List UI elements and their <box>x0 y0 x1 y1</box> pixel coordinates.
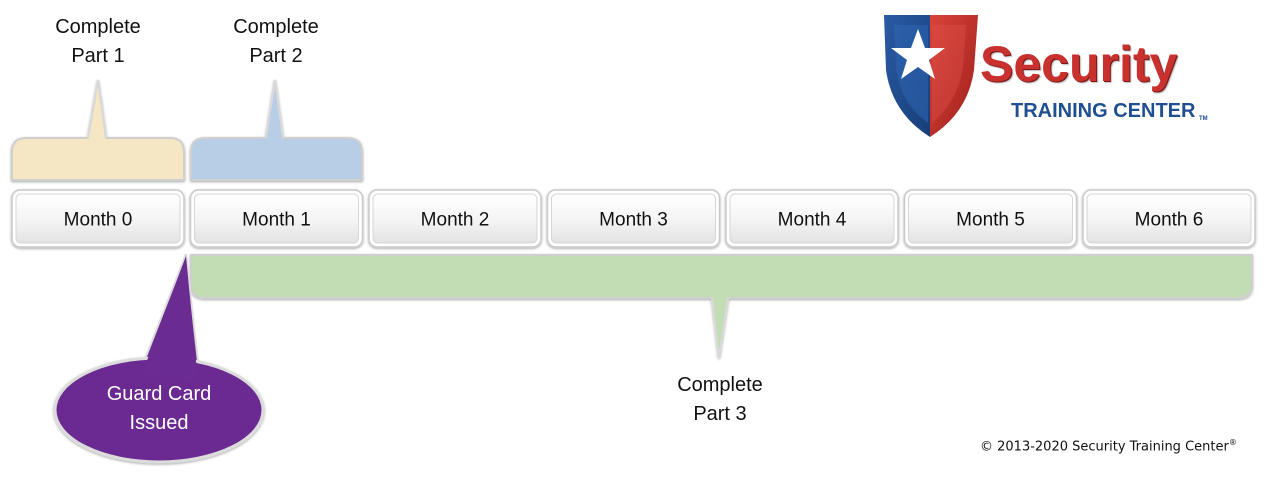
guard-card-label: Guard Card Issued <box>84 380 234 438</box>
month-box-fill <box>551 193 716 244</box>
month-label: Month 2 <box>421 210 490 231</box>
month-box: Month 0 <box>11 189 185 248</box>
month-box-fill <box>15 193 181 244</box>
month-label: Month 6 <box>1135 210 1204 231</box>
month-box: Month 2 <box>368 189 542 248</box>
part3-label-line1: Complete <box>677 374 763 396</box>
part3-bracket <box>190 254 1253 359</box>
part3-label-line2: Part 3 <box>693 403 747 425</box>
part1-bracket <box>11 79 185 181</box>
part2-label: Complete Part 2 <box>216 13 336 71</box>
month-box-fill <box>1086 193 1252 244</box>
month-row: Month 0 Month 1 Month 2 Month 3 Month 4 Month… <box>11 189 1256 248</box>
month-label: Month 3 <box>599 210 668 231</box>
month-box: Month 1 <box>189 189 364 248</box>
month-box: Month 6 <box>1082 189 1256 248</box>
part2-bracket <box>190 79 363 181</box>
month-label: Month 0 <box>64 210 133 231</box>
copyright-text: © 2013-2020 Security Training Center <box>980 439 1229 455</box>
logo-subtitle: TRAINING CENTER <box>1011 100 1196 122</box>
month-box-fill <box>729 193 895 244</box>
guard-card-callout <box>53 253 265 464</box>
copyright-notice: © 2013-2020 Security Training Center® <box>980 438 1237 454</box>
guard-card-label-line2: Issued <box>129 412 189 434</box>
month-box-fill <box>194 193 359 244</box>
month-box-fill <box>908 193 1073 244</box>
guard-card-label-line1: Guard Card <box>106 383 212 405</box>
month-box: Month 3 <box>546 189 721 248</box>
month-box: Month 4 <box>725 189 899 248</box>
part2-label-line2: Part 2 <box>249 45 303 67</box>
month-box: Month 5 <box>903 189 1078 248</box>
star-icon <box>891 29 945 79</box>
part1-label-line1: Complete <box>55 16 141 38</box>
month-label: Month 4 <box>778 210 847 231</box>
logo-trademark: TM <box>1199 116 1208 122</box>
logo-wordmark: Security <box>980 36 1178 92</box>
part1-label-line2: Part 1 <box>71 45 125 67</box>
part3-label: Complete Part 3 <box>660 371 780 429</box>
registered-mark: ® <box>1228 438 1237 447</box>
month-label: Month 5 <box>956 210 1025 231</box>
month-label: Month 1 <box>242 210 311 231</box>
logo-shield-icon <box>884 15 978 137</box>
part1-label: Complete Part 1 <box>38 13 158 71</box>
part2-label-line1: Complete <box>233 16 319 38</box>
month-box-fill <box>372 193 538 244</box>
